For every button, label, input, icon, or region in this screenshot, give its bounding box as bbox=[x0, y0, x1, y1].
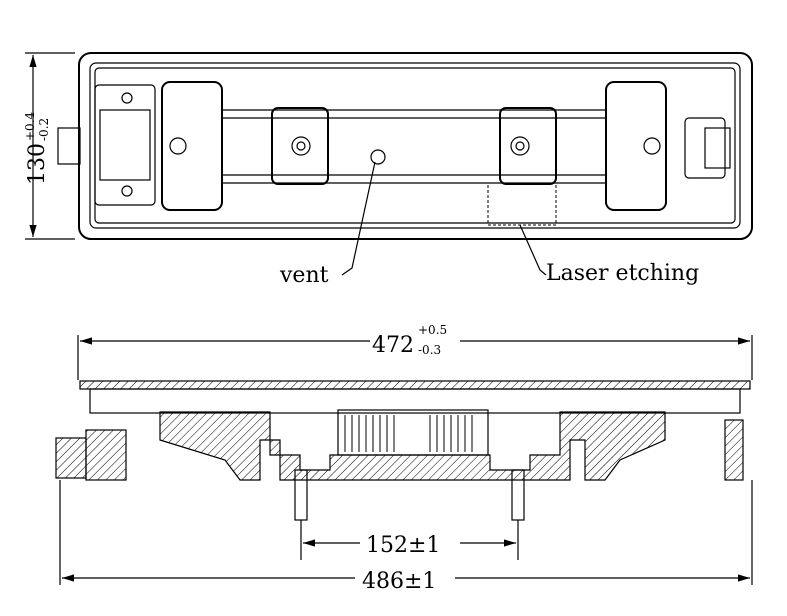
mount-pad-left bbox=[161, 81, 223, 211]
vent-hole bbox=[370, 149, 386, 165]
svg-text:+0.5: +0.5 bbox=[418, 323, 447, 337]
svg-text:130: 130 bbox=[25, 143, 50, 185]
overall-length-486: 486±1 bbox=[362, 569, 436, 594]
side-view: 472 +0.5 -0.3 152±1 486±1 bbox=[55, 323, 753, 594]
height-dimension: 130 +0.4 -0.2 bbox=[23, 111, 51, 185]
mount-spacing-152: 152±1 bbox=[366, 533, 440, 558]
side-connector bbox=[55, 437, 87, 479]
svg-text:+0.4: +0.4 bbox=[23, 111, 37, 141]
laser-etching-label: Laser etching bbox=[546, 261, 699, 286]
mount-pad-right bbox=[605, 81, 667, 211]
overall-length-472: 472 +0.5 -0.3 bbox=[372, 323, 447, 358]
laser-etching-area bbox=[487, 182, 557, 226]
vent-label: vent bbox=[279, 263, 329, 288]
top-view: 130 +0.4 -0.2 vent Laser etching bbox=[23, 52, 753, 288]
svg-text:-0.2: -0.2 bbox=[37, 118, 51, 141]
connector bbox=[57, 127, 81, 165]
housing-outline bbox=[78, 52, 753, 240]
svg-text:472: 472 bbox=[372, 333, 414, 358]
svg-text:-0.3: -0.3 bbox=[418, 343, 441, 357]
